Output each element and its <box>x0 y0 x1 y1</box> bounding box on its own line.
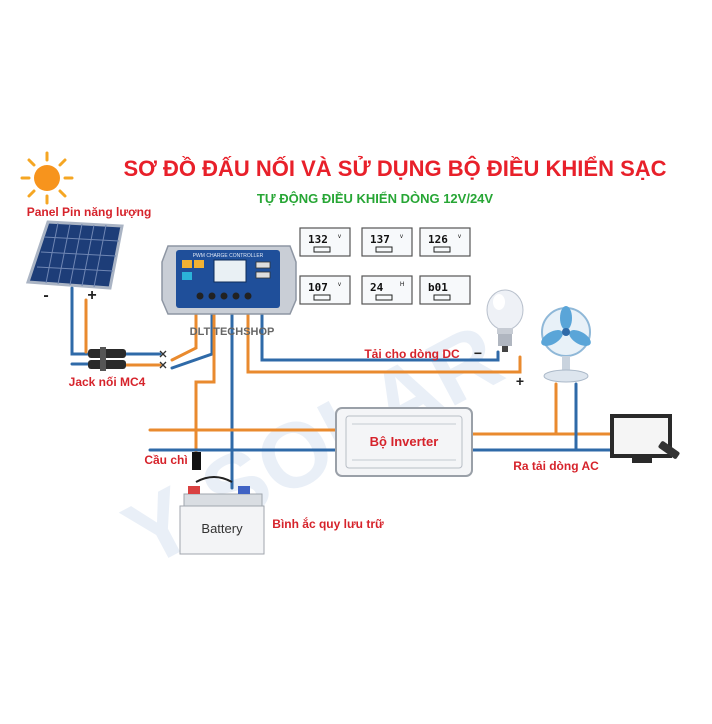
page-title: SƠ ĐỒ ĐẤU NỐI VÀ SỬ DỤNG BỘ ĐIỀU KHIỂN S… <box>123 155 666 181</box>
controller-panel-text: PWM CHARGE CONTROLLER <box>193 253 264 259</box>
page-subtitle: TỰ ĐỘNG ĐIỀU KHIỂN DÒNG 12V/24V <box>257 191 493 206</box>
lcd-value: 132 <box>308 233 328 246</box>
inverter-box <box>335 407 473 477</box>
lcd-value: 126 <box>428 233 448 246</box>
wire-battery-positive <box>194 313 216 457</box>
controller-bulb-icon <box>194 260 204 268</box>
controller-solar-icon <box>182 260 192 268</box>
wire-load-positive <box>246 313 522 374</box>
lcd-frame <box>299 227 351 257</box>
controller-button <box>244 292 252 300</box>
wire-load-negative <box>260 313 500 362</box>
controller-button <box>220 292 228 300</box>
panel-minus-sign: - <box>43 287 48 304</box>
fan-icon <box>541 306 591 383</box>
lcd-value: 107 <box>308 281 328 294</box>
lcd-value: 137 <box>370 233 390 246</box>
lcd-status-icon <box>433 294 451 301</box>
panel-plus-sign: + <box>87 287 96 304</box>
lcd-frame <box>419 275 471 305</box>
usb-port-icon <box>255 261 271 269</box>
lcd-unit: v <box>338 282 341 288</box>
lcd-frame <box>419 227 471 257</box>
lcd-unit: v <box>400 234 403 240</box>
lcd-frame <box>361 227 413 257</box>
lcd-display: 107 v <box>299 275 351 305</box>
lcd-frame <box>299 275 351 305</box>
lcd-status-icon <box>375 294 393 301</box>
controller-battery-icon <box>182 272 192 280</box>
lcd-display: 132 v <box>299 227 351 257</box>
wires <box>70 286 612 490</box>
panel-label: Panel Pin năng lượng <box>27 205 152 219</box>
lightbulb-icon <box>486 289 524 352</box>
shop-watermark: DLT TECHSHOP <box>190 326 275 338</box>
mc4-label: Jack nối MC4 <box>69 375 146 389</box>
controller-lcd-screen <box>213 259 247 283</box>
dc-load-minus-sign: − <box>474 345 482 361</box>
solar-panel <box>25 220 124 290</box>
controller-button <box>196 292 204 300</box>
charge-controller: PWM CHARGE CONTROLLER <box>161 245 297 315</box>
lcd-unit: v <box>338 234 341 240</box>
lcd-frame <box>361 275 413 305</box>
inverter-label: Bộ Inverter <box>370 434 439 449</box>
lcd-value: b01 <box>428 281 448 294</box>
ac-load-label: Ra tải dòng AC <box>513 459 599 473</box>
lcd-status-icon <box>433 246 451 253</box>
lcd-status-icon <box>313 294 331 301</box>
lcd-display: 24 H <box>361 275 413 305</box>
wire-panel-negative <box>70 286 90 356</box>
lcd-display: b01 <box>419 275 471 305</box>
mc4-connector-icon <box>88 347 126 371</box>
lcd-unit: H <box>400 282 404 288</box>
battery-icon <box>179 476 265 555</box>
lcd-display: 137 v <box>361 227 413 257</box>
lcd-status-icon <box>313 246 331 253</box>
lcd-unit: v <box>458 234 461 240</box>
battery-label: Battery <box>201 521 243 536</box>
controller-button <box>232 292 240 300</box>
controller-button <box>208 292 216 300</box>
dc-load-plus-sign: + <box>516 373 524 389</box>
battery-caption: Bình ắc quy lưu trữ <box>272 516 384 531</box>
disconnect-x-icon <box>159 350 167 369</box>
lcd-value: 24 <box>370 281 384 294</box>
tv-icon <box>610 414 680 463</box>
sun-icon <box>20 151 74 205</box>
dc-load-label: Tải cho dòng DC <box>364 347 460 361</box>
lcd-status-icon <box>375 246 393 253</box>
fuse-label: Cầu chì <box>144 453 187 467</box>
lcd-display: 126 v <box>419 227 471 257</box>
fuse-icon <box>192 452 201 470</box>
usb-port-icon <box>255 271 271 279</box>
